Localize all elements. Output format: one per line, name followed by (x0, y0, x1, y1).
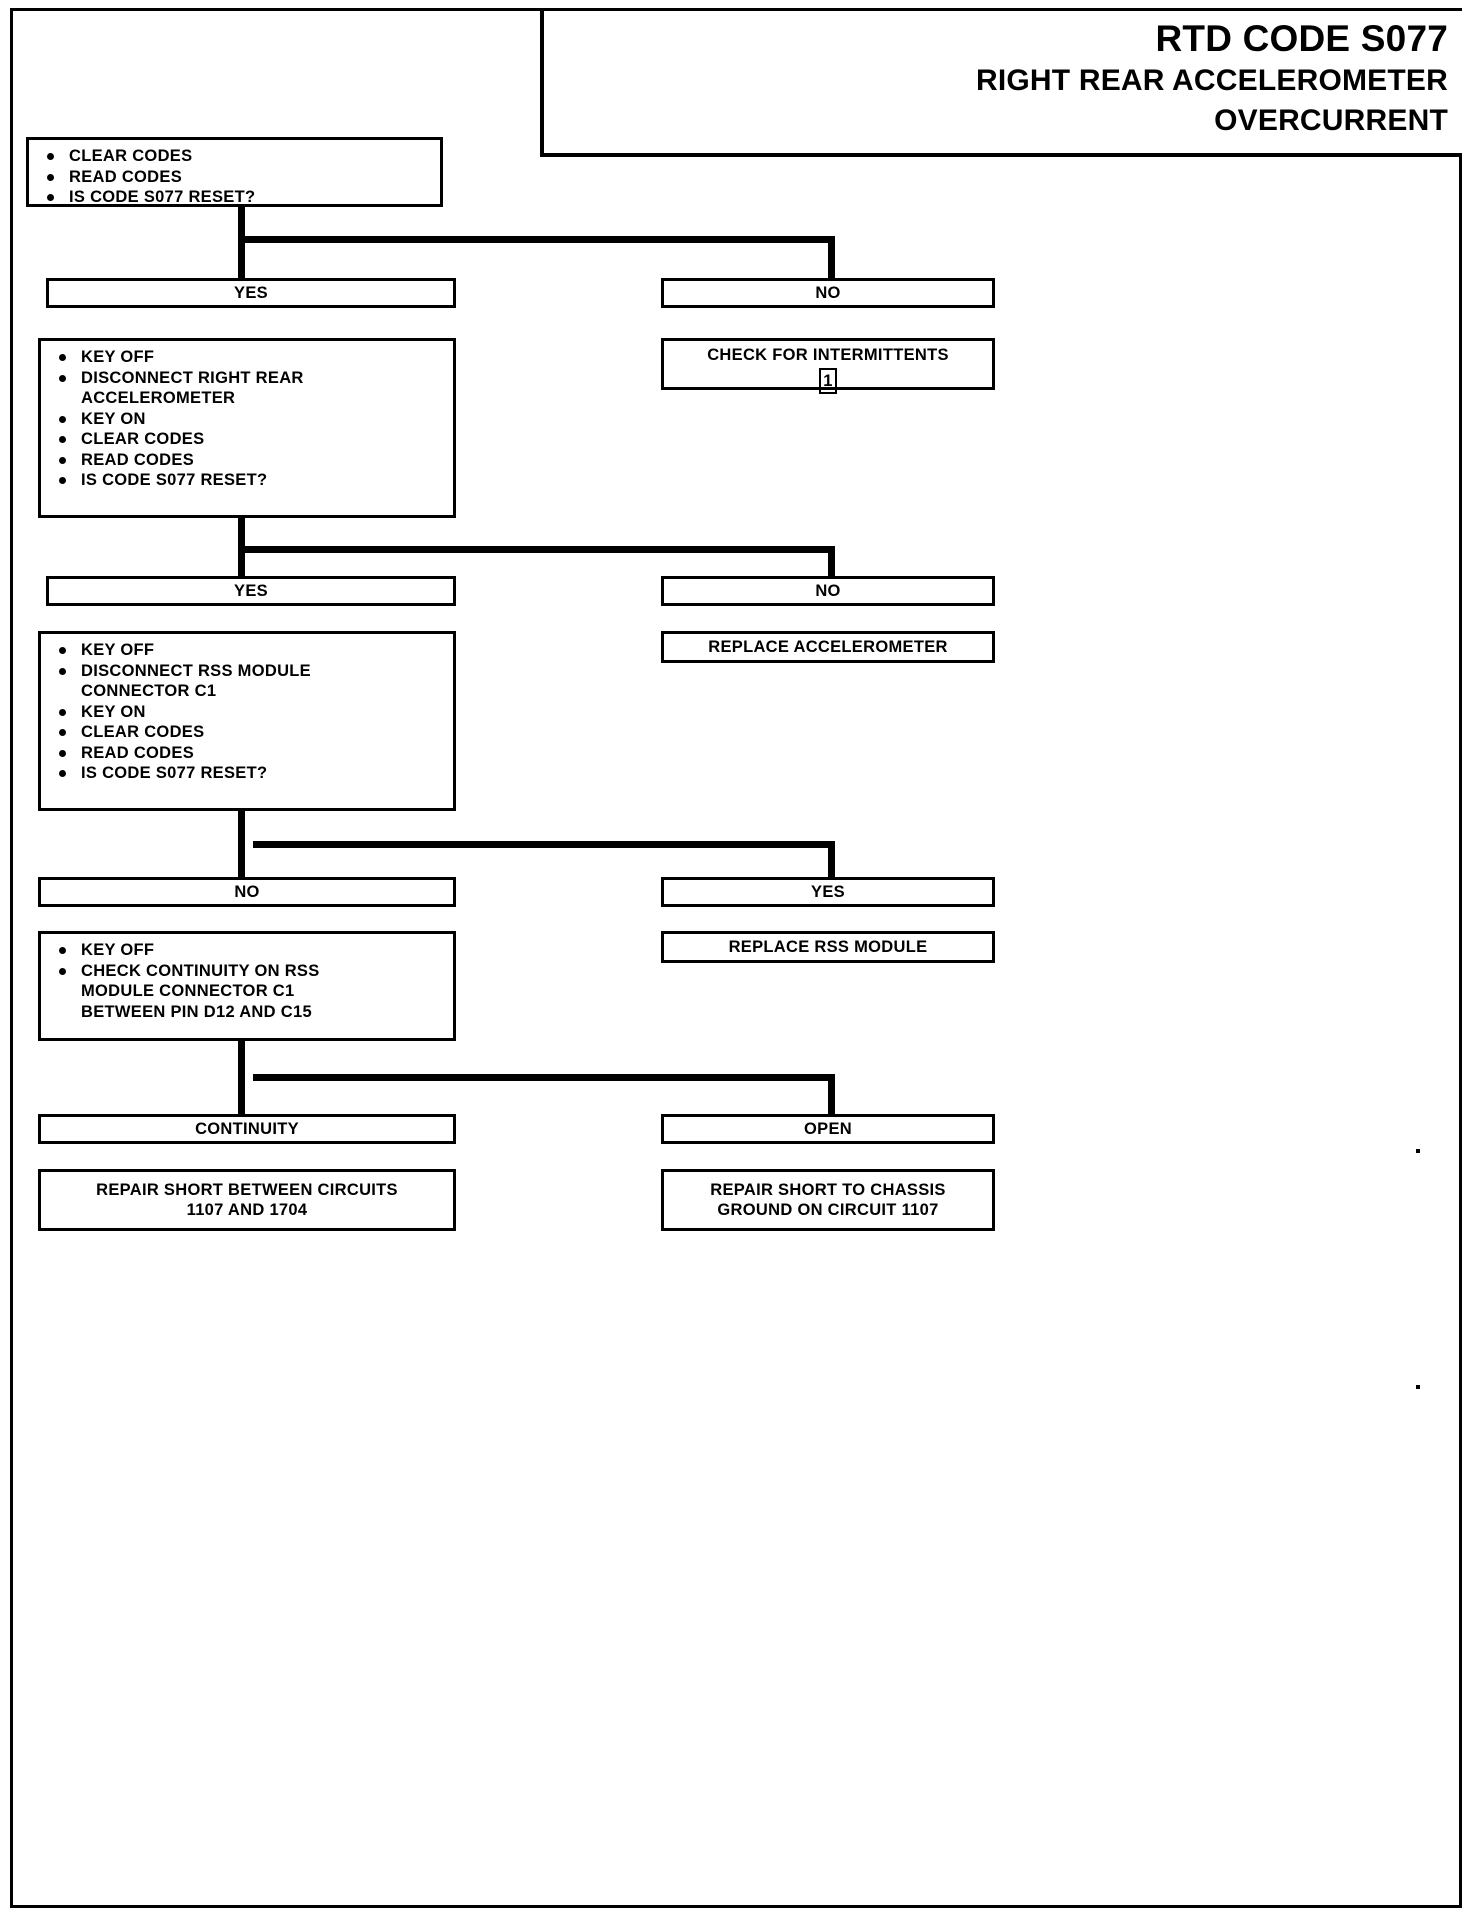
label-text: CONTINUITY (195, 1120, 299, 1138)
list-item: CLEAR CODES (51, 722, 449, 743)
connector-branch1-left-down (238, 236, 245, 278)
list-item: IS CODE S077 RESET? (39, 187, 436, 208)
connector-step1-down (238, 207, 245, 243)
list-item: KEY OFF (51, 640, 449, 661)
step4-action-box: KEY OFF CHECK CONTINUITY ON RSS MODULE C… (38, 931, 456, 1041)
page-title-component: RIGHT REAR ACCELEROMETER (975, 64, 1448, 97)
connector-branch4-right-down (828, 1074, 835, 1114)
branch1-yes-label: YES (46, 278, 456, 308)
result-text: REPLACE RSS MODULE (728, 938, 928, 956)
list-item: IS CODE S077 RESET? (51, 763, 449, 784)
step3-action-box: KEY OFF DISCONNECT RSS MODULE CONNECTOR … (38, 631, 456, 811)
label-text: NO (815, 582, 841, 600)
branch1-no-result-box: CHECK FOR INTERMITTENTS 1 (661, 338, 995, 394)
page-title-code: RTD CODE S077 (1155, 18, 1448, 59)
list-item: CLEAR CODES (51, 429, 449, 450)
list-item: CLEAR CODES (39, 146, 436, 167)
connector-branch3-horizontal (253, 841, 835, 848)
branch3-yes-result-box: REPLACE RSS MODULE (661, 931, 995, 963)
branch3-no-label: NO (38, 877, 456, 907)
result-text: REPAIR SHORT TO CHASSIS GROUND ON CIRCUI… (710, 1181, 946, 1219)
list-item: READ CODES (51, 450, 449, 471)
list-item: KEY OFF (51, 940, 449, 961)
branch2-no-result-box: REPLACE ACCELEROMETER (661, 631, 995, 663)
result-text: CHECK FOR INTERMITTENTS (707, 346, 949, 364)
connector-branch2-horizontal (238, 546, 835, 553)
connector-branch1-horizontal (238, 236, 835, 243)
list-item: KEY ON (51, 702, 449, 723)
label-text: YES (234, 284, 268, 302)
list-item: DISCONNECT RIGHT REAR ACCELEROMETER (51, 368, 449, 409)
list-item: CHECK CONTINUITY ON RSS MODULE CONNECTOR… (51, 961, 449, 1023)
step2-action-box: KEY OFF DISCONNECT RIGHT REAR ACCELEROME… (38, 338, 456, 518)
list-item: IS CODE S077 RESET? (51, 470, 449, 491)
step1-action-box: CLEAR CODES READ CODES IS CODE S077 RESE… (26, 137, 443, 207)
label-text: YES (234, 582, 268, 600)
label-text: OPEN (804, 1120, 852, 1138)
list-item: KEY OFF (51, 347, 449, 368)
branch4-continuity-result-box: REPAIR SHORT BETWEEN CIRCUITS 1107 AND 1… (38, 1169, 456, 1231)
connector-branch3-right-down (828, 841, 835, 879)
branch3-yes-label: YES (661, 877, 995, 907)
page-frame: RTD CODE S077 RIGHT REAR ACCELEROMETER O… (10, 8, 1462, 1908)
branch4-continuity-label: CONTINUITY (38, 1114, 456, 1144)
label-text: YES (811, 883, 845, 901)
list-item: DISCONNECT RSS MODULE CONNECTOR C1 (51, 661, 449, 702)
page-title-fault: OVERCURRENT (1214, 104, 1448, 137)
connector-branch3-left-down (238, 841, 245, 879)
branch2-yes-label: YES (46, 576, 456, 606)
branch2-no-label: NO (661, 576, 995, 606)
branch1-no-label: NO (661, 278, 995, 308)
step4-list: KEY OFF CHECK CONTINUITY ON RSS MODULE C… (51, 940, 449, 1022)
connector-branch2-right-down (828, 546, 835, 580)
title-block: RTD CODE S077 RIGHT REAR ACCELEROMETER O… (540, 11, 1462, 157)
connector-branch4-left-down (238, 1074, 245, 1114)
connector-step2-down (238, 518, 245, 553)
step3-list: KEY OFF DISCONNECT RSS MODULE CONNECTOR … (51, 640, 449, 784)
list-item: KEY ON (51, 409, 449, 430)
connector-step3-down (238, 811, 245, 846)
result-text: REPLACE ACCELEROMETER (708, 638, 948, 656)
connector-branch4-horizontal (253, 1074, 835, 1081)
list-item: READ CODES (39, 167, 436, 188)
scan-speck (1416, 1149, 1420, 1153)
list-item: READ CODES (51, 743, 449, 764)
step1-list: CLEAR CODES READ CODES IS CODE S077 RESE… (39, 146, 436, 208)
label-text: NO (815, 284, 841, 302)
connector-branch1-right-down (828, 236, 835, 278)
connector-branch2-left-down (238, 546, 245, 580)
result-text: REPAIR SHORT BETWEEN CIRCUITS 1107 AND 1… (96, 1181, 398, 1219)
step2-list: KEY OFF DISCONNECT RIGHT REAR ACCELEROME… (51, 347, 449, 491)
reference-marker: 1 (819, 368, 837, 394)
label-text: NO (234, 883, 260, 901)
branch4-open-label: OPEN (661, 1114, 995, 1144)
branch4-open-result-box: REPAIR SHORT TO CHASSIS GROUND ON CIRCUI… (661, 1169, 995, 1231)
connector-step4-down (238, 1041, 245, 1081)
scan-speck (1416, 1385, 1420, 1389)
